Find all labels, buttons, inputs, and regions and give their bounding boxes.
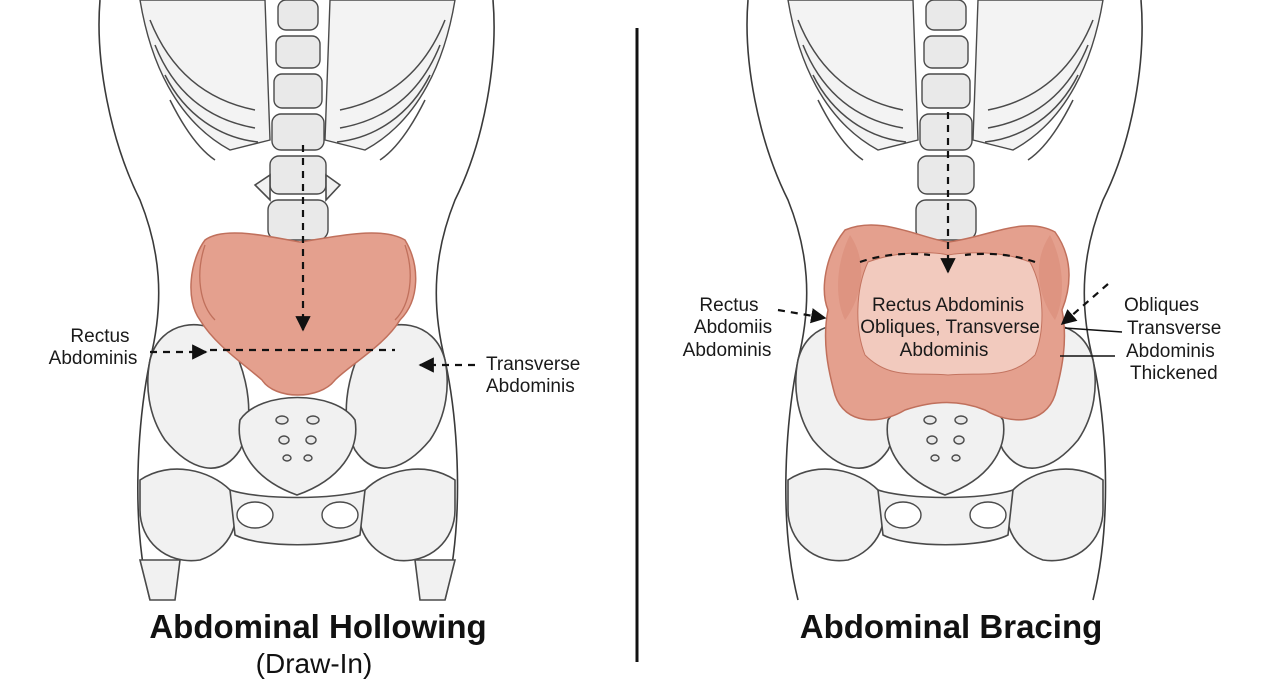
- left-title: Abdominal Hollowing: [149, 608, 486, 645]
- right-center-label-3: Abdominis: [900, 340, 989, 361]
- right-rectus-label-3: Abdominis: [683, 340, 772, 361]
- right-abdominis-label: Abdominis: [1126, 341, 1215, 362]
- right-obliques-label: Obliques: [1124, 295, 1199, 316]
- right-panel: Rectus Abdomiis Abdominis Rectus Abdomin…: [683, 0, 1221, 645]
- left-spine: [253, 0, 342, 241]
- right-body-outline: [746, 0, 808, 601]
- left-rectus-label-1: Rectus: [70, 326, 129, 347]
- right-spine: [915, 0, 977, 241]
- right-thickened-label: Thickened: [1130, 363, 1218, 384]
- left-transverse-label-1: Transverse: [486, 354, 580, 375]
- right-obliques-arrow: [1060, 283, 1109, 326]
- right-rib-cage: [787, 0, 1104, 161]
- right-rectus-label-1: Rectus: [699, 295, 758, 316]
- right-rectus-arrow: [777, 308, 827, 324]
- left-subtitle: (Draw-In): [256, 648, 373, 679]
- left-transverse-label-2: Abdominis: [486, 376, 575, 397]
- right-center-label-1: Rectus Abdominis: [872, 295, 1024, 316]
- left-panel: Rectus Abdominis Transverse Abdominis Ab…: [49, 0, 580, 679]
- left-rib-cage: [139, 0, 456, 161]
- right-transverse-label: Transverse: [1127, 318, 1221, 339]
- left-body-outline: [98, 0, 160, 601]
- right-center-label-2: Obliques, Transverse: [860, 317, 1040, 338]
- left-rectus-label-2: Abdominis: [49, 348, 138, 369]
- right-title: Abdominal Bracing: [800, 608, 1103, 645]
- right-rectus-label-2: Abdomiis: [694, 317, 772, 338]
